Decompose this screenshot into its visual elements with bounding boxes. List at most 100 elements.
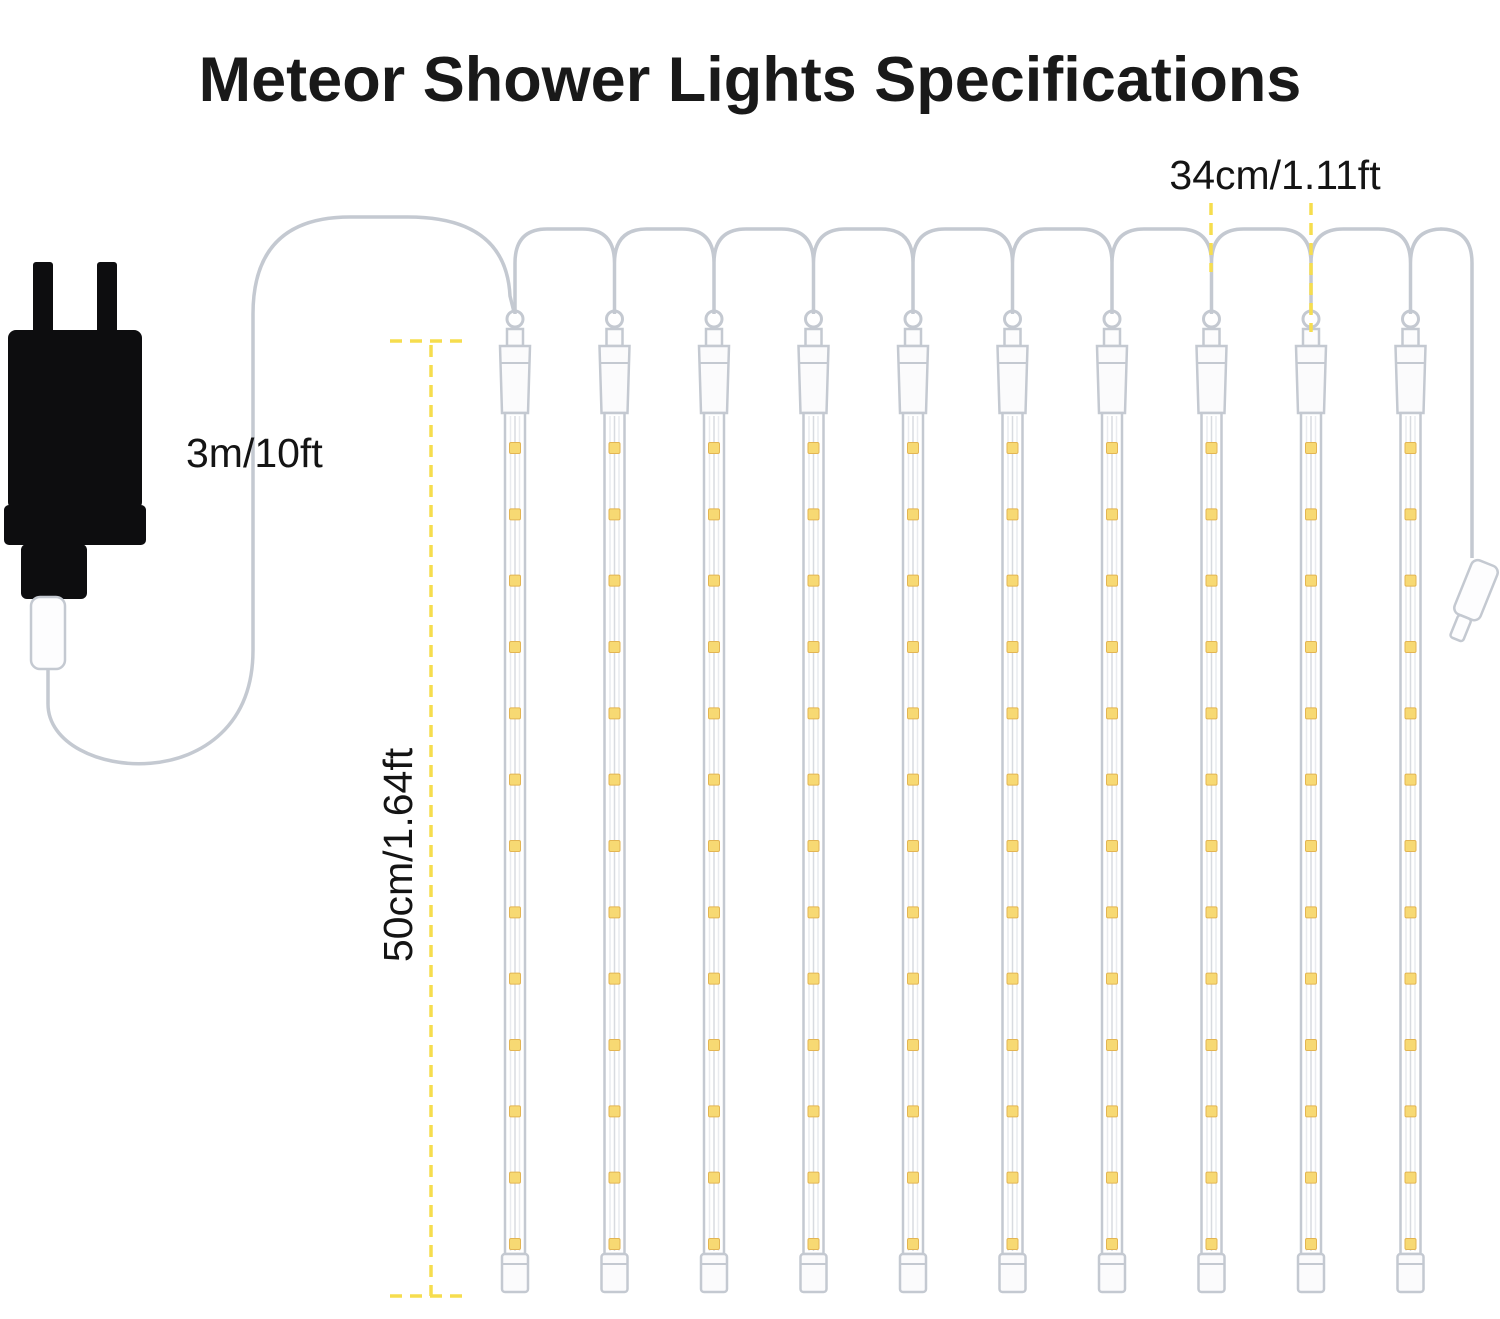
- led-light: [1205, 1171, 1218, 1184]
- led-light: [1006, 442, 1019, 454]
- led-light: [1006, 1039, 1019, 1051]
- end-connector-tip: [1449, 614, 1472, 643]
- tube-neck: [505, 327, 525, 348]
- adapter-base: [4, 505, 146, 545]
- led-light: [1305, 442, 1317, 454]
- power-cord: [46, 215, 516, 766]
- led-light: [708, 1238, 720, 1250]
- hanging-ring-icon: [505, 309, 525, 329]
- led-light: [1305, 840, 1317, 852]
- led-light: [1305, 1039, 1317, 1051]
- led-light: [1404, 840, 1417, 852]
- led-light: [1305, 773, 1317, 786]
- led-light: [1006, 773, 1019, 786]
- led-light: [1404, 906, 1417, 919]
- tube-length-label: 50cm/1.64ft: [375, 747, 421, 963]
- led-light: [608, 906, 621, 919]
- led-light: [708, 773, 720, 786]
- led-light: [509, 641, 521, 653]
- tube-neck: [1401, 327, 1420, 348]
- led-light: [708, 906, 720, 919]
- led-light: [1106, 773, 1118, 786]
- led-light: [1205, 641, 1218, 653]
- led-light: [608, 840, 621, 852]
- led-light: [1404, 1039, 1417, 1051]
- led-light: [807, 1105, 820, 1118]
- led-light: [1205, 906, 1218, 919]
- led-light: [608, 574, 621, 587]
- led-light: [907, 641, 919, 653]
- led-light: [807, 1171, 820, 1184]
- tube-cap: [797, 344, 830, 415]
- led-light: [608, 972, 621, 985]
- tube-cap: [697, 344, 731, 415]
- led-light: [907, 1171, 919, 1184]
- tube-end-cap: [1296, 1252, 1326, 1294]
- led-light: [1106, 1039, 1118, 1051]
- led-light: [1404, 972, 1417, 985]
- end-connector-icon: [1449, 558, 1499, 643]
- wires-layer: [513, 227, 1474, 558]
- page-title: Meteor Shower Lights Specifications: [198, 45, 1302, 116]
- led-light: [1305, 641, 1317, 653]
- led-light: [708, 574, 720, 587]
- hanging-ring-icon: [704, 309, 724, 329]
- led-light: [907, 1105, 919, 1118]
- power-adapter: [4, 262, 146, 671]
- led-light: [807, 972, 820, 985]
- led-light: [708, 1105, 720, 1118]
- led-light: [509, 840, 521, 852]
- led-light: [807, 1039, 820, 1051]
- led-light: [1205, 442, 1218, 454]
- led-light: [1106, 972, 1118, 985]
- tube-cap: [1294, 344, 1328, 415]
- led-light: [907, 508, 919, 521]
- tube-neck: [704, 327, 724, 348]
- led-light: [509, 1171, 521, 1184]
- led-light: [509, 1238, 521, 1250]
- led-light: [509, 442, 521, 454]
- tube-end-cap: [898, 1252, 928, 1294]
- led-light: [608, 1171, 621, 1184]
- led-light: [708, 442, 720, 454]
- tube-spacing-label: 34cm/1.11ft: [1169, 152, 1381, 198]
- led-light: [1404, 707, 1417, 720]
- led-light: [1205, 707, 1218, 720]
- led-light: [807, 906, 820, 919]
- led-tube: [1394, 309, 1427, 1294]
- led-light: [509, 574, 521, 587]
- led-light: [708, 707, 720, 720]
- led-light: [1305, 1105, 1317, 1118]
- led-light: [1006, 574, 1019, 587]
- led-light: [807, 707, 820, 720]
- led-light: [1106, 442, 1118, 454]
- led-light: [807, 641, 820, 653]
- tube-cap: [996, 344, 1029, 415]
- tube-neck: [1003, 327, 1022, 348]
- led-light: [708, 972, 720, 985]
- led-light: [1106, 1105, 1118, 1118]
- tube-neck: [804, 327, 823, 348]
- led-light: [1305, 1171, 1317, 1184]
- hanging-ring-icon: [1401, 309, 1420, 329]
- led-light: [1404, 442, 1417, 454]
- tube-end-cap: [799, 1252, 828, 1294]
- led-light: [608, 508, 621, 521]
- tube-end-cap: [600, 1252, 629, 1294]
- led-light: [1006, 840, 1019, 852]
- led-light: [807, 508, 820, 521]
- led-light: [1305, 1238, 1317, 1250]
- led-light: [1006, 1105, 1019, 1118]
- led-light: [509, 1039, 521, 1051]
- adapter-cord-connector: [29, 595, 67, 671]
- led-light: [807, 574, 820, 587]
- led-light: [608, 1039, 621, 1051]
- led-tube: [1195, 309, 1228, 1294]
- led-light: [1006, 906, 1019, 919]
- led-light: [608, 641, 621, 653]
- led-light: [708, 641, 720, 653]
- led-light: [1305, 906, 1317, 919]
- led-light: [1106, 707, 1118, 720]
- led-light: [1006, 1238, 1019, 1250]
